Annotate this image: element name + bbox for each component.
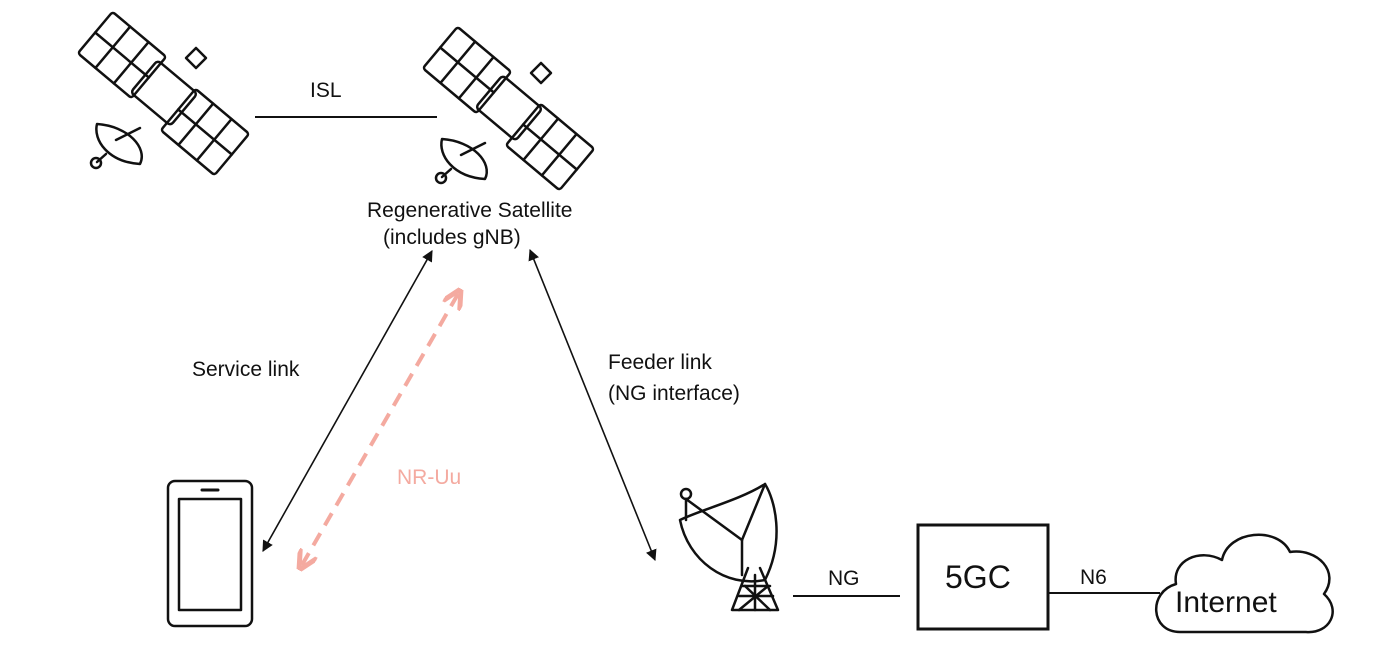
service-link-arrow [262, 250, 433, 552]
nr-uu-arrow [302, 294, 458, 565]
satellite-caption-line1: Regenerative Satellite [367, 199, 572, 222]
smartphone-icon [166, 479, 254, 628]
isl-label: ISL [310, 79, 342, 102]
feeder-link-label-line1: Feeder link [608, 351, 712, 374]
feeder-link-label-line2: (NG interface) [608, 382, 740, 405]
service-link-label: Service link [192, 358, 300, 381]
feeder-link-arrow [528, 248, 657, 562]
internet-label: Internet [1175, 586, 1277, 619]
core-network-label: 5GC [945, 559, 1011, 595]
satellite-right-icon [421, 25, 596, 192]
ng-label: NG [828, 567, 860, 590]
satellite-dish-icon [678, 482, 780, 612]
satellite-left-icon [76, 10, 251, 177]
satellite-caption-line2: (includes gNB) [383, 226, 521, 249]
cloud-icon [1155, 533, 1334, 634]
nr-uu-label: NR-Uu [397, 466, 461, 489]
core-network-box [916, 523, 1050, 631]
n6-label: N6 [1080, 566, 1107, 589]
